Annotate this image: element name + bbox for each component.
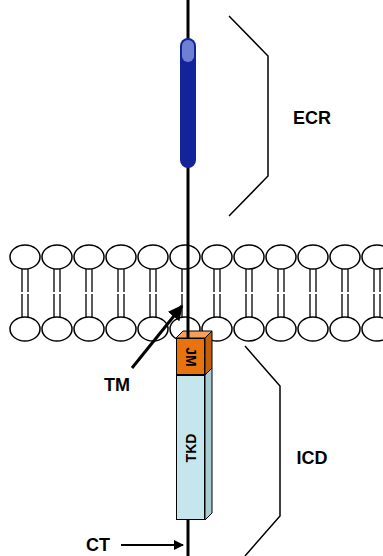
region-label: TM (104, 376, 130, 394)
lipid-tail (149, 269, 150, 292)
lipid-tail (21, 294, 22, 317)
bracket (229, 16, 268, 216)
lipid-head (234, 317, 264, 341)
lipid-head (266, 317, 296, 341)
lipid-tail (341, 294, 342, 317)
lipid-tail (219, 294, 220, 317)
kinase-domain-box: TKD (176, 375, 205, 520)
lipid-tail (53, 294, 54, 317)
lipid-tail (347, 294, 348, 317)
lipid-tail (283, 269, 284, 292)
lipid-head (138, 245, 168, 269)
lipid-tail (27, 294, 28, 317)
lipid-tail (91, 269, 92, 292)
lipid-tail (213, 294, 214, 317)
lipid-head (234, 245, 264, 269)
lipid-tail (315, 269, 316, 292)
lipid-tail (123, 294, 124, 317)
lipid-tail (91, 294, 92, 317)
lipid-head (10, 317, 40, 341)
lipid-tail (277, 294, 278, 317)
lipid-bilayer (10, 245, 383, 341)
lipid-tail (181, 294, 182, 317)
domain-highlight (182, 40, 194, 62)
region-label: ECR (293, 109, 331, 127)
lipid-tail (123, 269, 124, 292)
lipid-tail (149, 294, 150, 317)
lipid-tail (59, 294, 60, 317)
lipid-tail (181, 269, 182, 292)
lipid-tail (283, 294, 284, 317)
lipid-tail (117, 294, 118, 317)
lipid-tail (277, 269, 278, 292)
leader-arrow (121, 544, 183, 546)
leader-arrow (132, 306, 182, 368)
lipid-tail (373, 294, 374, 317)
lipid-head (202, 245, 232, 269)
lipid-tail (379, 294, 380, 317)
lipid-head (298, 317, 328, 341)
lipid-tail (251, 294, 252, 317)
lipid-head (106, 317, 136, 341)
lipid-tail (245, 269, 246, 292)
lipid-tail (245, 294, 246, 317)
lipid-head (330, 245, 360, 269)
lipid-tail (251, 269, 252, 292)
juxtamembrane-box: JM (176, 338, 205, 375)
lipid-tail (315, 294, 316, 317)
lipid-tail (341, 269, 342, 292)
bracket (245, 346, 280, 556)
lipid-tail (85, 269, 86, 292)
lipid-head (106, 245, 136, 269)
lipid-head (42, 245, 72, 269)
lipid-head (298, 245, 328, 269)
lipid-tail (309, 294, 310, 317)
lipid-tail (155, 269, 156, 292)
receptor-chain (187, 520, 190, 556)
tkd-side-face (205, 368, 212, 520)
lipid-tail (347, 269, 348, 292)
lipid-tail (373, 269, 374, 292)
lipid-tail (21, 269, 22, 292)
lipid-head (170, 245, 200, 269)
lipid-tail (309, 269, 310, 292)
lipid-head (266, 245, 296, 269)
lipid-head (10, 245, 40, 269)
lipid-head (362, 245, 383, 269)
lipid-tail (379, 269, 380, 292)
lipid-head (74, 317, 104, 341)
domain-label: TKD (184, 433, 198, 462)
lipid-tail (85, 294, 86, 317)
region-label: CT (86, 536, 110, 554)
lipid-tail (213, 269, 214, 292)
lipid-tail (53, 269, 54, 292)
region-label: ICD (297, 449, 328, 467)
lipid-head (42, 317, 72, 341)
domain-label: JM (184, 347, 198, 366)
lipid-tail (27, 269, 28, 292)
lipid-head (362, 317, 383, 341)
lipid-tail (219, 269, 220, 292)
lipid-tail (155, 294, 156, 317)
lipid-tail (117, 269, 118, 292)
lipid-tail (59, 269, 60, 292)
lipid-head (74, 245, 104, 269)
extracellular-domain (180, 38, 196, 168)
lipid-head (330, 317, 360, 341)
